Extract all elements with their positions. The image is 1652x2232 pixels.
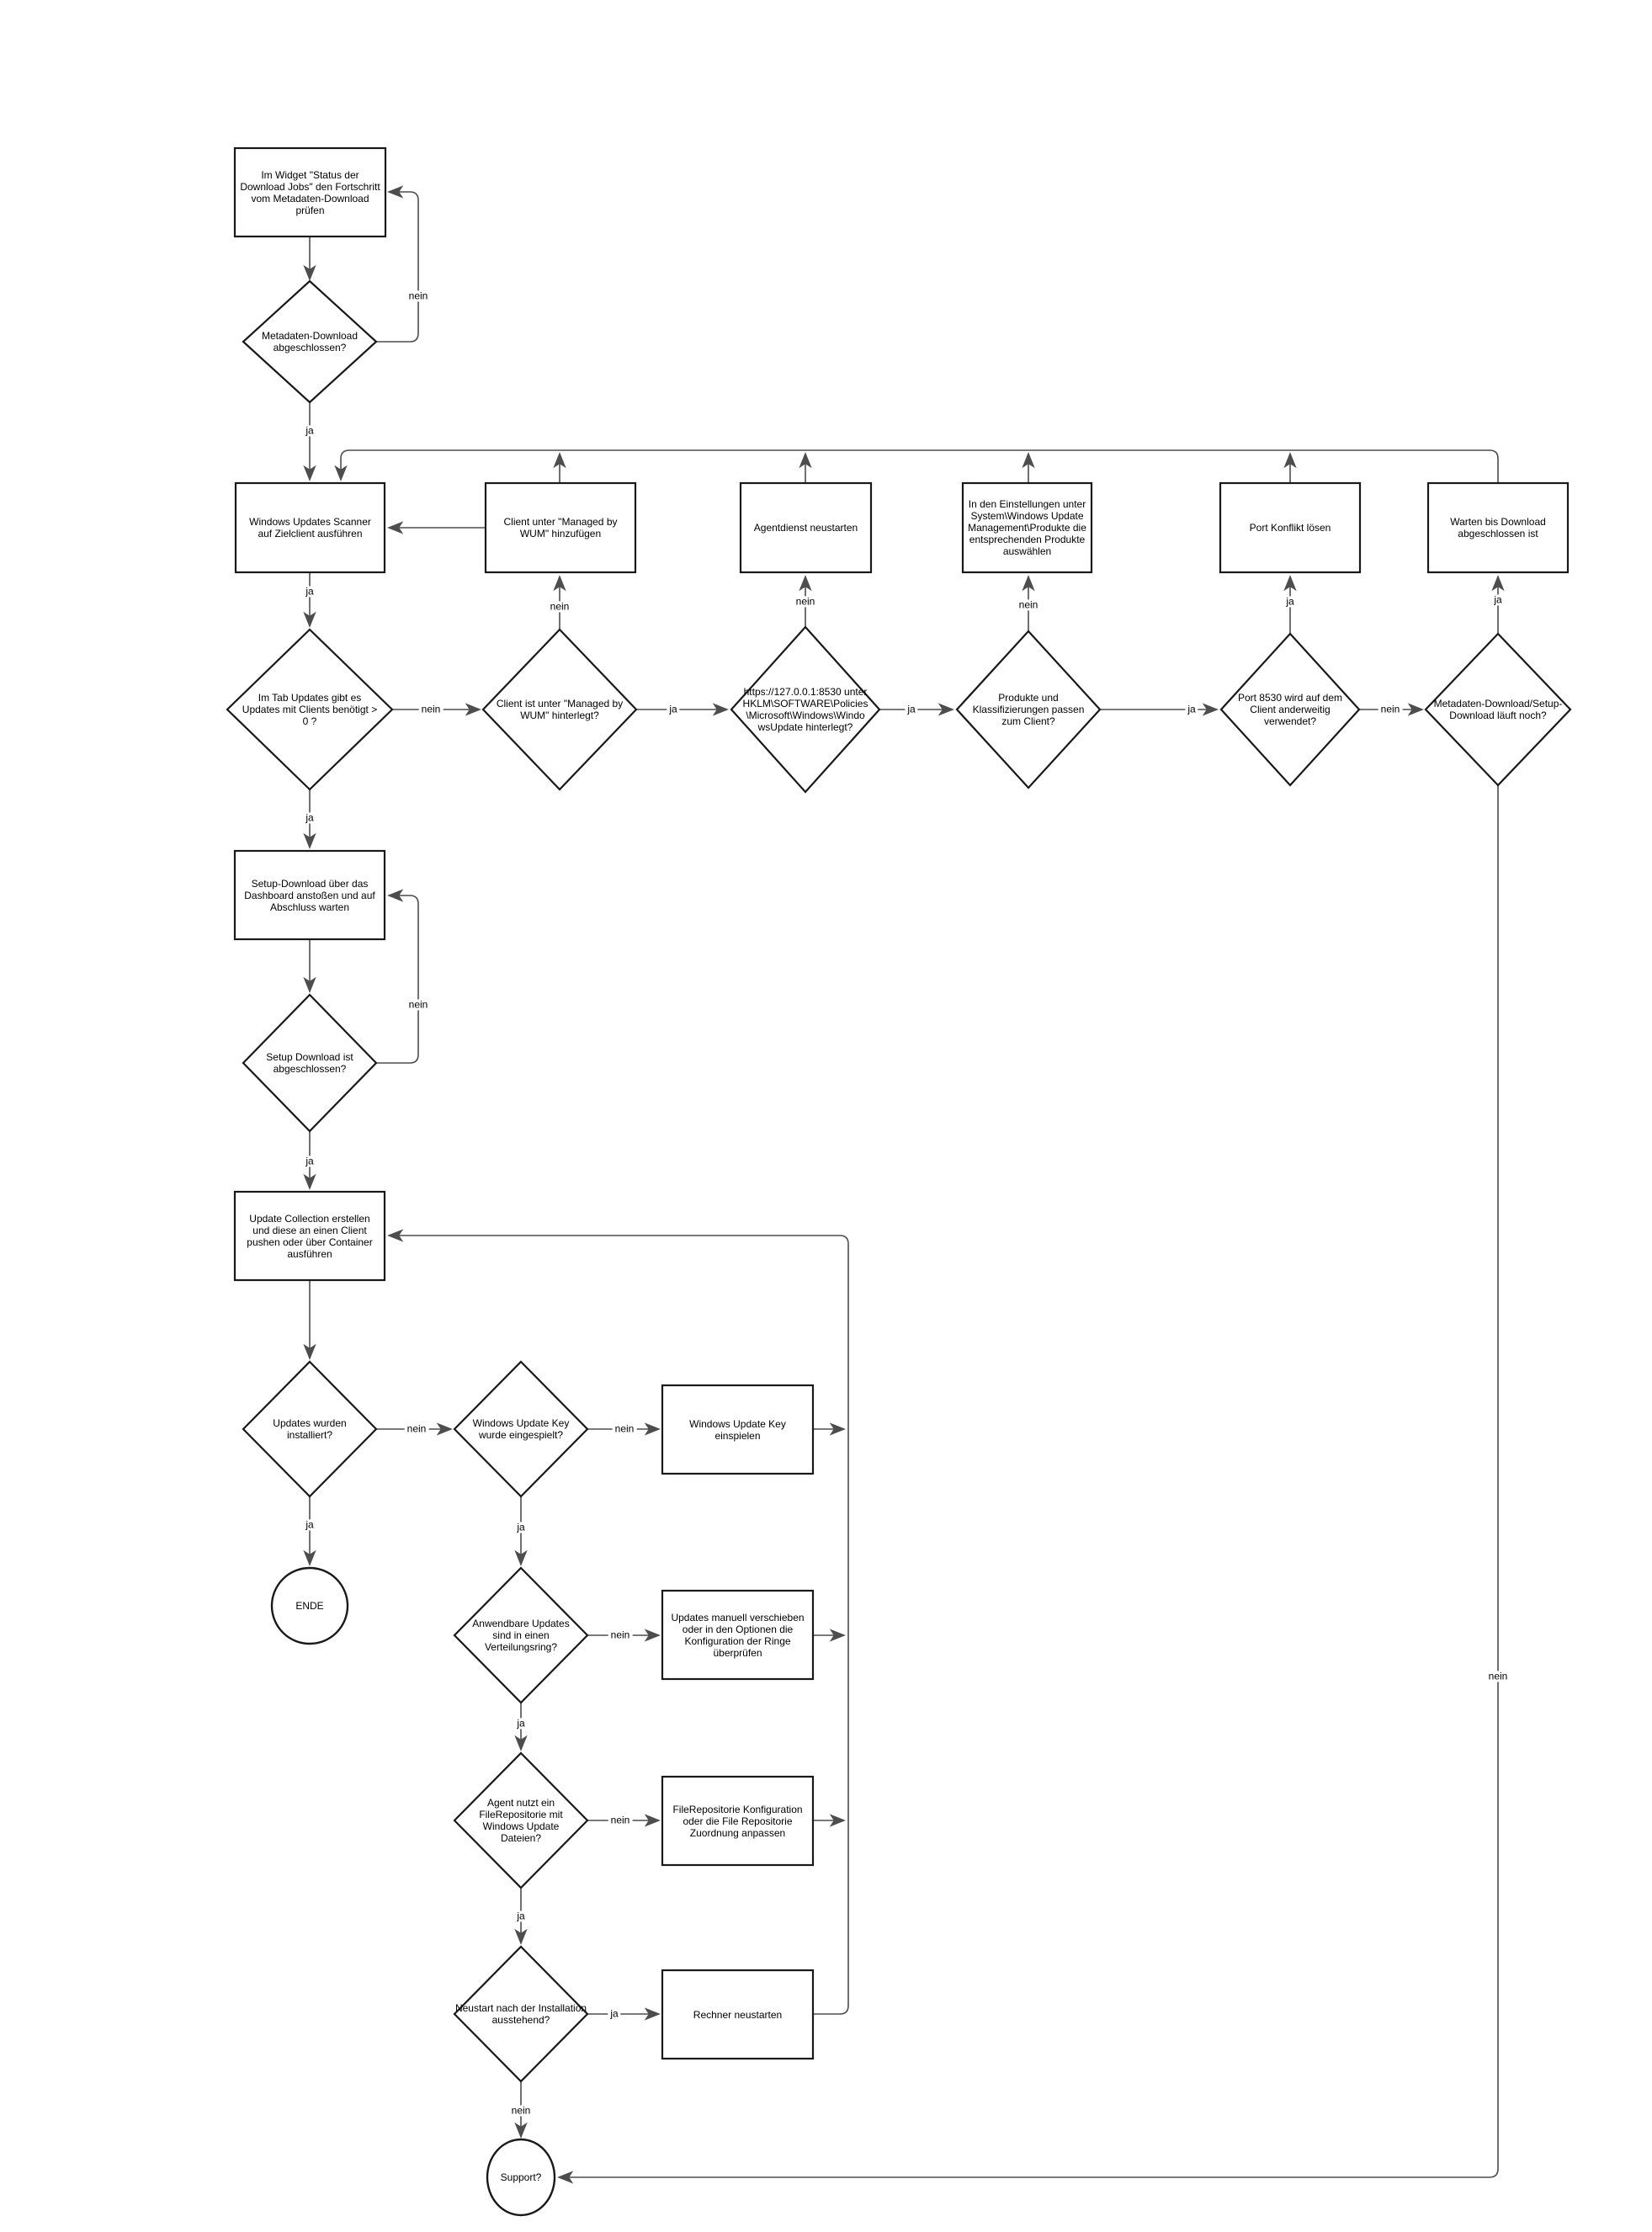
- check-download-widget-label: Im Widget "Status der Download Jobs" den…: [240, 168, 380, 216]
- node-adjust-filerepo-config: [661, 1775, 815, 1867]
- client-under-wum-label: Client ist unter "Managed by WUM" hinter…: [496, 697, 624, 721]
- node-select-products: [961, 481, 1093, 574]
- edge-label-restart-pending-to-support: nein: [508, 2105, 534, 2117]
- products-match-label: Produkte und Klassifizierungen passen zu…: [972, 691, 1085, 728]
- apply-update-key-label: Windows Update Key einspielen: [689, 1417, 786, 1442]
- metadata-download-complete-label: Metadaten-Download abgeschlossen?: [261, 329, 359, 353]
- edge-label-updates-installed-to-ende: ja: [303, 1519, 316, 1531]
- node-support: [486, 2138, 556, 2217]
- node-port-8530-in-use: [1219, 632, 1361, 787]
- run-update-scanner-label: Windows Updates Scanner auf Zielclient a…: [249, 515, 371, 539]
- updates-needed-label: Im Tab Updates gibt es Updates mit Clien…: [242, 691, 378, 728]
- update-key-applied-label: Windows Update Key wurde eingespielt?: [472, 1416, 570, 1441]
- move-updates-manually-label: Updates manuell verschieben oder in den …: [671, 1611, 805, 1659]
- edge-label-metadata-download-complete-to-check-download-widget: nein: [406, 290, 431, 302]
- node-restart-agent-service: [739, 481, 873, 574]
- node-start-setup-download: [233, 849, 386, 941]
- edge-label-agent-uses-filerepo-to-adjust-filerepo-config: nein: [608, 1815, 633, 1826]
- edge-setup-download-complete-to-start-setup-download: [376, 889, 419, 1064]
- download-running-label: Metadaten-Download/Setup-Download läuft …: [1433, 697, 1563, 721]
- edge-label-products-match-to-port-8530-in-use: ja: [1185, 704, 1198, 715]
- edge-label-port-8530-in-use-to-download-running: nein: [1378, 704, 1403, 715]
- updates-installed-label: Updates wurden installiert?: [273, 1416, 347, 1441]
- node-restart-pending: [453, 1945, 589, 2083]
- edge-label-products-match-to-select-products: nein: [1016, 599, 1041, 611]
- restart-agent-service-label: Agentdienst neustarten: [753, 521, 858, 534]
- node-client-under-wum: [481, 628, 638, 791]
- ende-label: ENDE: [295, 1599, 324, 1612]
- edge-label-client-under-wum-to-add-client-wum: nein: [547, 601, 572, 613]
- node-restart-computer: [661, 1969, 815, 2060]
- node-registry-url-set: [730, 625, 881, 794]
- edge-label-run-update-scanner-to-updates-needed: ja: [303, 586, 316, 598]
- edge-label-client-under-wum-to-registry-url-set: ja: [667, 704, 680, 715]
- setup-download-complete-label: Setup Download ist abgeschlossen?: [266, 1050, 353, 1075]
- edge-label-download-running-to-wait-download-complete: ja: [1491, 594, 1505, 606]
- edge-restart-computer-to-create-update-collection: [387, 1229, 849, 2015]
- adjust-filerepo-config-label: FileRepositorie Konfiguration oder die F…: [672, 1803, 803, 1839]
- edge-label-registry-url-set-to-products-match: ja: [905, 704, 918, 715]
- select-products-label: In den Einstellungen unter System\Window…: [968, 497, 1086, 558]
- edge-label-download-running-to-support: nein: [1485, 1671, 1511, 1682]
- node-setup-download-complete: [242, 993, 378, 1133]
- wait-download-complete-label: Warten bis Download abgeschlossen ist: [1450, 515, 1546, 539]
- node-agent-uses-filerepo: [453, 1751, 589, 1889]
- edge-label-updates-installed-to-update-key-applied: nein: [404, 1423, 429, 1435]
- create-update-collection-label: Update Collection erstellen und diese an…: [247, 1212, 373, 1260]
- edge-label-updates-in-ring-to-agent-uses-filerepo: ja: [514, 1718, 528, 1730]
- edge-label-metadata-download-complete-to-run-update-scanner: ja: [303, 425, 316, 437]
- edge-label-agent-uses-filerepo-to-restart-pending: ja: [514, 1910, 528, 1922]
- resolve-port-conflict-label: Port Konflikt lösen: [1249, 521, 1331, 534]
- port-8530-in-use-label: Port 8530 wird auf dem Client anderweiti…: [1237, 691, 1343, 728]
- support-label: Support?: [500, 2171, 542, 2183]
- node-check-download-widget: [233, 146, 387, 238]
- restart-pending-label: Neustart nach der Installation ausstehen…: [454, 2001, 587, 2026]
- node-add-client-wum: [484, 481, 637, 574]
- edge-label-updates-needed-to-start-setup-download: ja: [303, 812, 316, 824]
- agent-uses-filerepo-label: Agent nutzt ein FileRepositorie mit Wind…: [479, 1796, 563, 1845]
- node-products-match: [955, 630, 1102, 789]
- add-client-wum-label: Client unter "Managed by WUM" hinzufügen: [503, 515, 618, 539]
- edge-wait-download-complete-to-run-update-scanner: [334, 449, 1499, 483]
- edge-label-update-key-applied-to-updates-in-ring: ja: [514, 1522, 528, 1533]
- restart-computer-label: Rechner neustarten: [693, 2008, 783, 2021]
- edge-label-registry-url-set-to-restart-agent-service: nein: [793, 596, 818, 608]
- registry-url-set-label: https://127.0.0.1:8530 unter HKLM\SOFTWA…: [742, 685, 868, 734]
- edge-label-setup-download-complete-to-start-setup-download: nein: [406, 999, 431, 1011]
- node-move-updates-manually: [661, 1589, 815, 1681]
- edge-label-updates-in-ring-to-move-updates-manually: nein: [608, 1629, 633, 1641]
- node-create-update-collection: [233, 1190, 386, 1282]
- edge-download-running-to-support: [557, 785, 1499, 2184]
- node-updates-needed: [226, 628, 394, 791]
- node-metadata-download-complete: [242, 279, 378, 404]
- edge-label-restart-pending-to-restart-computer: ja: [608, 2008, 621, 2020]
- node-wait-download-complete: [1426, 481, 1570, 574]
- node-apply-update-key: [661, 1384, 815, 1475]
- updates-in-ring-label: Anwendbare Updates sind in einen Verteil…: [472, 1617, 570, 1654]
- edge-label-updates-needed-to-client-under-wum: nein: [418, 704, 444, 715]
- node-update-key-applied: [453, 1360, 589, 1498]
- node-ende: [270, 1566, 349, 1645]
- node-run-update-scanner: [234, 481, 386, 574]
- node-download-running: [1424, 632, 1572, 787]
- node-resolve-port-conflict: [1219, 481, 1362, 574]
- edge-label-setup-download-complete-to-create-update-collection: ja: [303, 1156, 316, 1167]
- edge-label-port-8530-in-use-to-resolve-port-conflict: ja: [1283, 596, 1297, 608]
- edge-label-update-key-applied-to-apply-update-key: nein: [612, 1423, 637, 1435]
- edge-metadata-download-complete-to-check-download-widget: [376, 185, 419, 343]
- node-updates-installed: [242, 1360, 378, 1498]
- start-setup-download-label: Setup-Download über das Dashboard anstoß…: [244, 877, 375, 913]
- node-updates-in-ring: [453, 1566, 589, 1704]
